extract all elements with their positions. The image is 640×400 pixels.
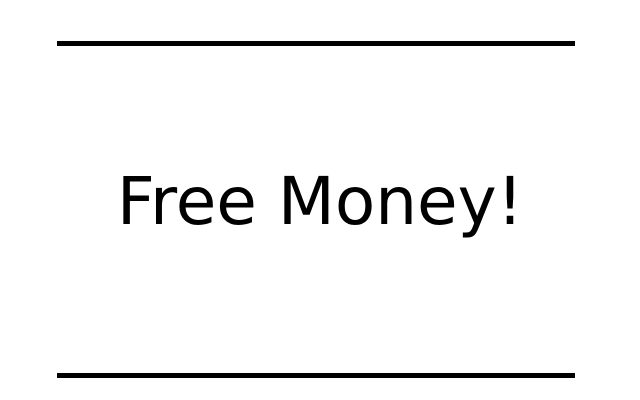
top-divider [57,41,575,46]
banner-headline: Free Money! [116,163,524,240]
bottom-divider [57,373,575,378]
